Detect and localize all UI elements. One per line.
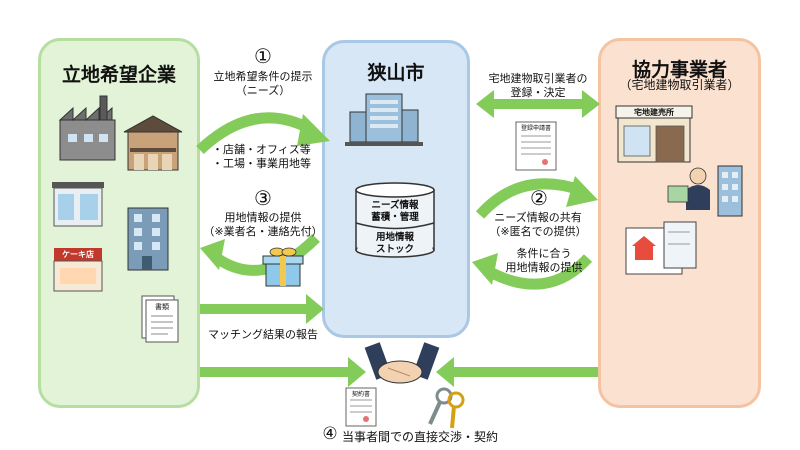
step3-number: ③ xyxy=(254,186,272,210)
db-land-label-sub: ストック xyxy=(375,244,414,255)
land-info-label: 条件に合う xyxy=(516,247,572,260)
registration-label-sub: 登録・決定 xyxy=(510,86,566,99)
step4-number: ④ xyxy=(322,424,338,444)
cake-shop-sign: ケーキ店 xyxy=(62,250,94,259)
keys-icon xyxy=(428,387,465,429)
arrow-step3 xyxy=(200,234,320,276)
tower-building-icon xyxy=(717,165,743,217)
step2-label-sub: （※匿名での提供） xyxy=(489,225,587,238)
arrow-step1 xyxy=(196,112,330,155)
step1-label: 立地希望条件の提示 xyxy=(213,70,313,83)
land-info-label-sub: 用地情報の提供 xyxy=(505,261,583,274)
step1-detail-shops: ・店舗・オフィス等 xyxy=(212,143,311,156)
office-building-icon xyxy=(127,207,169,271)
realty-sign: 宅地建売所 xyxy=(634,108,674,117)
step2-number: ② xyxy=(530,186,548,210)
db-needs-label-sub: 蓄積・管理 xyxy=(371,212,419,223)
step4-label: 当事者間での直接交渉・契約 xyxy=(342,430,499,444)
arrow-bottom-left xyxy=(200,357,366,387)
arrow-registration xyxy=(476,90,600,118)
storefront-icon xyxy=(52,182,104,227)
database-icon xyxy=(355,182,435,258)
city-hall-icon xyxy=(345,93,423,146)
partner-panel-subtitle: （宅地建物取引業者） xyxy=(619,78,740,92)
step1-detail-factories: ・工場・事業用地等 xyxy=(212,157,311,170)
company-panel-title: 立地希望企業 xyxy=(61,64,176,86)
step2-label: ニーズ情報の共有 xyxy=(494,211,582,224)
step1-label-sub: （ニーズ） xyxy=(235,84,291,97)
gift-box-icon xyxy=(262,247,304,287)
documents-icon xyxy=(141,295,179,343)
agent-person-icon xyxy=(667,167,710,210)
arrow-matching xyxy=(200,294,324,324)
contract-label: 契約書 xyxy=(351,391,370,398)
shop-house-icon xyxy=(123,115,183,171)
step3-label-sub: （※業者名・連絡先付） xyxy=(203,225,323,238)
arrow-step2 xyxy=(475,176,598,219)
contract-icon xyxy=(345,387,377,427)
city-panel-title: 狭山市 xyxy=(367,62,425,84)
db-needs-label: ニーズ情報 xyxy=(371,200,419,211)
registration-label: 宅地建物取引業者の xyxy=(488,72,588,85)
documents-label: 書類 xyxy=(155,303,169,311)
realty-office-icon xyxy=(615,105,693,163)
cake-shop-icon xyxy=(53,248,103,292)
step3-label: 用地情報の提供 xyxy=(224,211,302,224)
registration-form-icon xyxy=(515,121,557,171)
arrow-land-info xyxy=(472,253,593,290)
factory-icon xyxy=(58,95,116,161)
matching-label: マッチング結果の報告 xyxy=(208,328,318,341)
arrow-bottom-right xyxy=(436,357,598,387)
registration-form-label: 登録申請書 xyxy=(520,125,551,132)
handshake-icon xyxy=(364,342,440,384)
floor-plan-icon xyxy=(625,221,697,275)
partner-panel-title: 協力事業者 xyxy=(631,59,727,81)
step1-number: ① xyxy=(254,44,272,68)
db-land-label: 用地情報 xyxy=(375,232,414,243)
